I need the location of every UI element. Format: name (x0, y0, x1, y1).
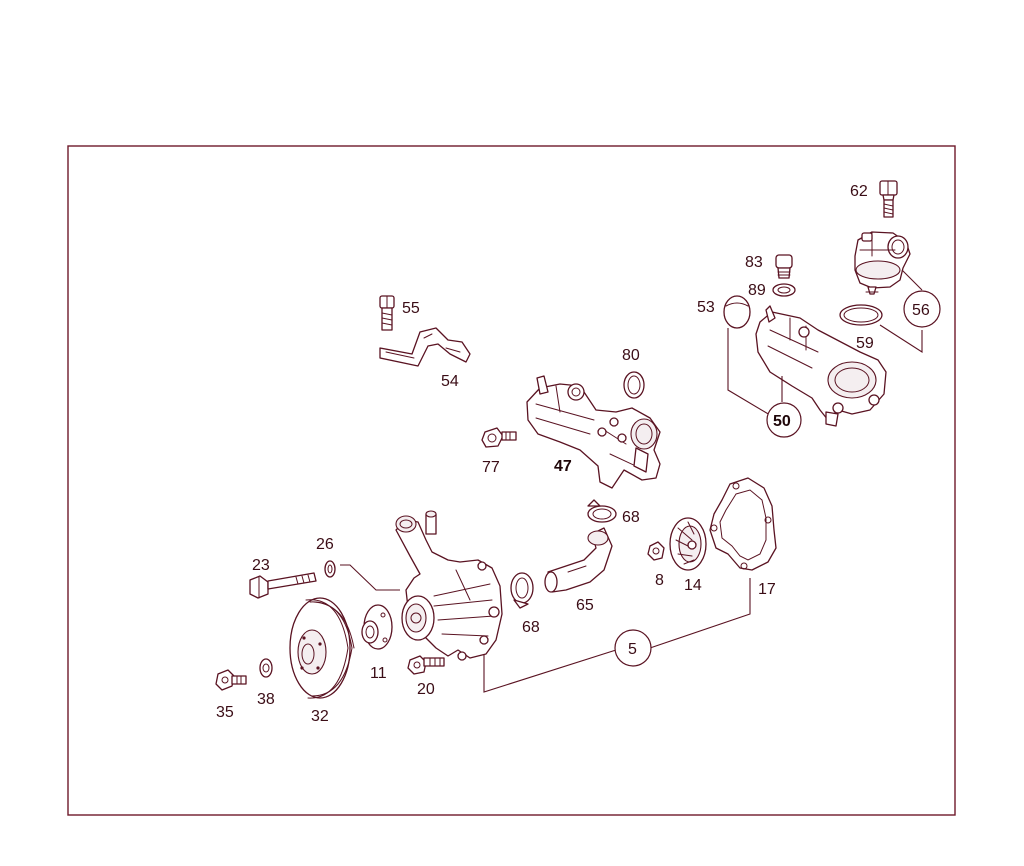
label-68-lower: 68 (522, 619, 540, 636)
part-32-pulley[interactable] (289, 597, 355, 699)
part-8-nut[interactable] (647, 541, 665, 561)
part-23-bolt[interactable] (249, 572, 317, 599)
part-68-clamp-lower[interactable] (510, 572, 534, 609)
label-23: 23 (252, 557, 270, 574)
label-89: 89 (748, 282, 766, 299)
part-77-bolt[interactable] (481, 427, 517, 448)
part-59-oring[interactable] (839, 304, 883, 326)
part-56-thermostat-cover[interactable] (854, 231, 911, 295)
label-11: 11 (370, 665, 387, 682)
label-62: 62 (850, 183, 868, 200)
label-80: 80 (622, 347, 640, 364)
part-62-bolt[interactable] (879, 180, 898, 218)
label-83: 83 (745, 254, 763, 271)
part-47-housing[interactable] (526, 375, 661, 489)
part-54-bracket[interactable] (379, 327, 471, 367)
label-56: 56 (912, 302, 930, 319)
label-59: 59 (856, 335, 874, 352)
callout-circle-50 (766, 402, 802, 438)
label-8: 8 (655, 572, 664, 589)
part-50-thermostat-housing[interactable] (755, 305, 887, 427)
label-55: 55 (402, 300, 420, 317)
leader-lines (340, 269, 923, 693)
label-32: 32 (311, 708, 329, 725)
part-17-gasket[interactable] (709, 477, 777, 571)
callout-circle-5 (614, 629, 652, 667)
label-26: 26 (316, 536, 334, 553)
part-80-oring[interactable] (623, 371, 645, 399)
part-53-cap[interactable] (723, 295, 751, 329)
label-77: 77 (482, 459, 500, 476)
part-35-bolt[interactable] (215, 669, 247, 691)
part-38-washer[interactable] (259, 658, 273, 678)
part-14-impeller[interactable] (669, 517, 707, 571)
part-89-seal[interactable] (772, 283, 796, 297)
label-5: 5 (628, 641, 637, 658)
callout-circle-56 (903, 290, 941, 328)
part-55-bolt[interactable] (379, 295, 395, 331)
label-47: 47 (554, 458, 572, 475)
part-68-clamp-upper[interactable] (587, 499, 617, 523)
part-83-plug[interactable] (775, 254, 793, 279)
part-5-water-pump[interactable] (395, 510, 503, 661)
label-35: 35 (216, 704, 234, 721)
label-38: 38 (257, 691, 275, 708)
label-17: 17 (758, 581, 776, 598)
label-20: 20 (417, 681, 435, 698)
label-68-upper: 68 (622, 509, 640, 526)
label-50: 50 (773, 413, 791, 430)
label-14: 14 (684, 577, 702, 594)
label-54: 54 (441, 373, 459, 390)
diagram-frame (67, 145, 956, 816)
part-65-hose[interactable] (544, 527, 613, 593)
part-11-hub[interactable] (361, 604, 393, 650)
label-53: 53 (697, 299, 715, 316)
label-65: 65 (576, 597, 594, 614)
part-26-seal[interactable] (324, 560, 336, 578)
part-20-bolt[interactable] (407, 655, 445, 675)
